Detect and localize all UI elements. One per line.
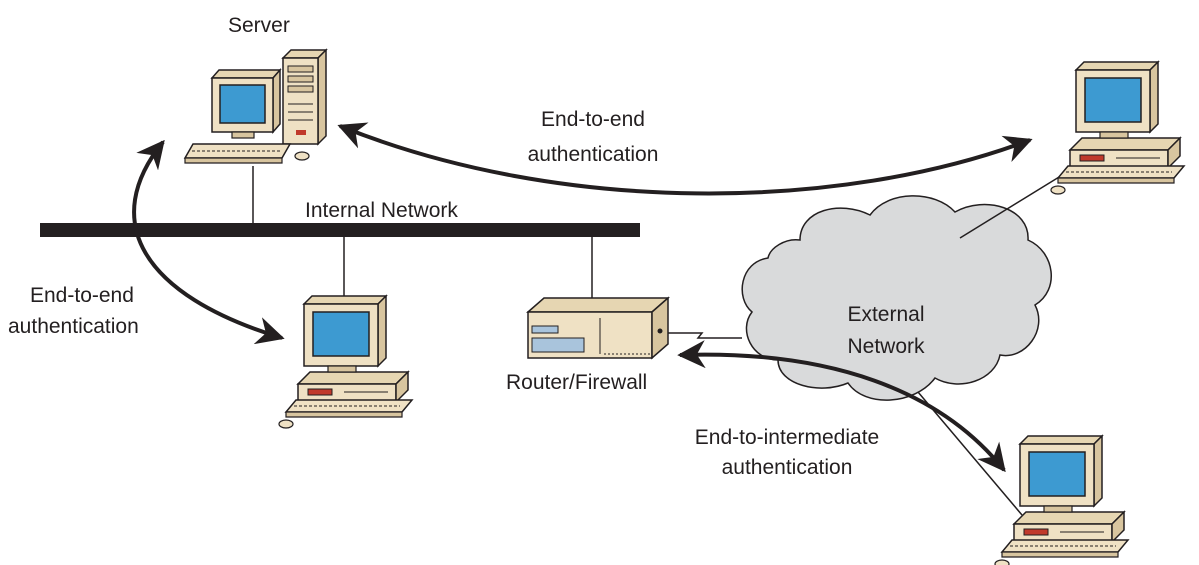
internal-network-label: Internal Network — [305, 199, 458, 222]
end-to-intermediate-label-line2: authentication — [721, 456, 853, 479]
end-to-intermediate-label-line1: End-to-intermediate — [694, 426, 880, 449]
end-to-end-left-arrow — [132, 139, 285, 345]
server-label: Server — [228, 14, 290, 37]
end-to-end-left-label-line1: End-to-end — [30, 284, 134, 307]
end-to-intermediate-arrow — [677, 340, 1006, 473]
external-network-label-line2: Network — [847, 335, 925, 358]
router-icon — [526, 296, 670, 360]
cloud-icon — [741, 195, 1052, 401]
end-to-end-top-label-line1: End-to-end — [541, 108, 645, 131]
end-to-end-top-label-line2: authentication — [527, 143, 659, 166]
end-to-end-left-label-line2: authentication — [8, 315, 139, 338]
internal-network-bus — [40, 223, 640, 237]
workstation-icon — [278, 295, 413, 429]
router-to-cloud-line — [668, 332, 742, 339]
workstation-icon — [1050, 61, 1185, 195]
server-computer-icon — [183, 48, 328, 164]
workstation-icon — [994, 435, 1129, 565]
external-network-label-line1: External — [847, 303, 925, 326]
end-to-end-top-arrow — [337, 122, 1033, 196]
router-firewall-label: Router/Firewall — [506, 371, 648, 394]
